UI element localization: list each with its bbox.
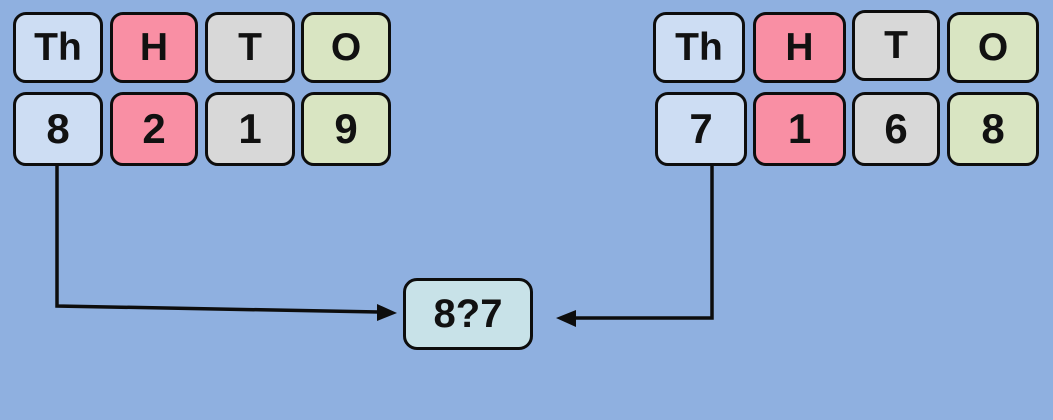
right-thousands-digit-cell: 7 (655, 92, 747, 166)
right-tens-header-cell: T (852, 10, 940, 81)
left-hundreds-digit-cell: 2 (110, 92, 198, 166)
right-ones-header-cell: O (947, 12, 1039, 83)
left-thousands-header-cell: Th (13, 12, 103, 83)
left-ones-digit-cell: 9 (301, 92, 391, 166)
right-ones-digit-cell: 8 (947, 92, 1039, 166)
right-thousands-header-cell: Th (653, 12, 745, 83)
right-arrow (556, 166, 714, 327)
left-ones-header-cell: O (301, 12, 391, 83)
left-tens-digit-cell: 1 (205, 92, 295, 166)
left-thousands-digit-cell: 8 (13, 92, 103, 166)
comparison-box: 8?7 (403, 278, 533, 350)
left-hundreds-header-cell: H (110, 12, 198, 83)
right-tens-digit-cell: 6 (852, 92, 940, 166)
left-arrow (55, 166, 397, 321)
left-tens-header-cell: T (205, 12, 295, 83)
right-hundreds-digit-cell: 1 (753, 92, 846, 166)
right-hundreds-header-cell: H (753, 12, 846, 83)
